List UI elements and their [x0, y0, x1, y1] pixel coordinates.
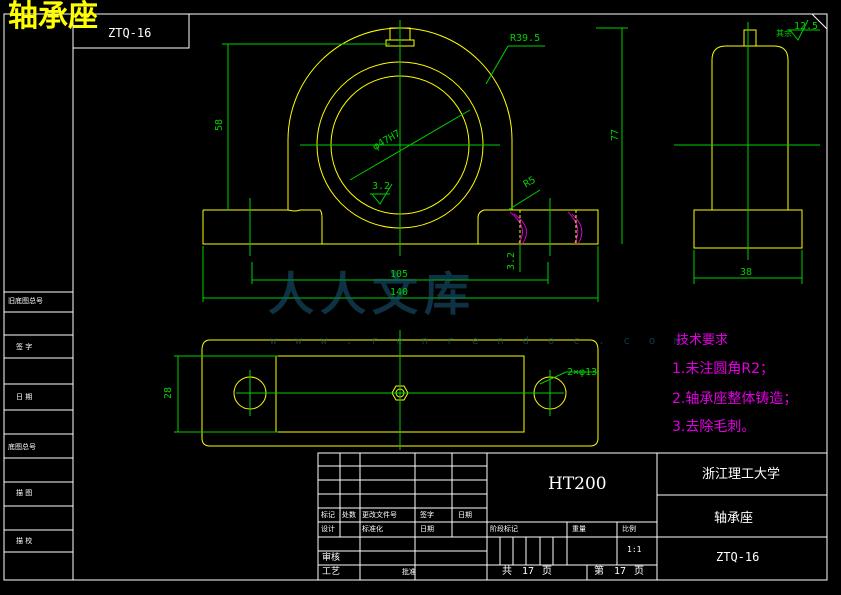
craft-label: 工艺 [322, 567, 341, 577]
front-hidden-lines [519, 210, 577, 244]
left-row-5: 描 图 [16, 489, 33, 497]
review-label: 审核 [322, 553, 341, 563]
total-num: 17 [522, 566, 535, 577]
title-block-grid [317, 452, 828, 581]
dim-140: 140 [390, 287, 409, 298]
material-label: HT200 [548, 474, 607, 494]
page-label: 第 [594, 566, 604, 577]
dim-77: 77 [610, 128, 622, 142]
left-row-6: 描 校 [16, 537, 33, 545]
date-label: 日期 [458, 511, 472, 519]
drawing-title: 轴承座 [8, 0, 98, 34]
change-file-label: 更改文件号 [362, 511, 397, 519]
dim-58: 58 [214, 118, 226, 132]
left-row-4: 底图总号 [8, 443, 36, 451]
top-code-label: ZTQ-16 [108, 26, 152, 40]
dim-ra32-a: 3.2 [372, 181, 391, 192]
left-row-3: 日 期 [16, 393, 33, 401]
roughness-symbol-a [371, 183, 393, 205]
tech-item-3: 3.去除毛刺。 [672, 419, 756, 435]
front-centerlines [202, 20, 628, 302]
dim-38: 38 [740, 267, 753, 278]
dim-105: 105 [390, 269, 409, 280]
dim-r395: R39.5 [510, 33, 541, 44]
tech-heading: 技术要求 [676, 333, 729, 348]
total-unit: 页 [542, 566, 552, 577]
weight-label: 重量 [572, 525, 586, 533]
scale-value: 1:1 [627, 545, 642, 554]
school-name: 浙江理工大学 [702, 467, 781, 482]
standardize-label: 标准化 [362, 525, 383, 533]
corner-mark [811, 13, 828, 30]
page-num: 17 [614, 566, 627, 577]
part-code: ZTQ-16 [716, 550, 760, 564]
side-centerlines [674, 22, 820, 284]
design-label: 设计 [321, 525, 335, 533]
mark-label: 标记 [321, 511, 335, 519]
total-label: 共 [502, 566, 512, 577]
top-centerlines [174, 330, 598, 450]
front-hatch [509, 211, 583, 245]
rest-roughness-label: 其余 [776, 29, 792, 38]
left-row-2: 签 字 [16, 343, 33, 351]
roughness-symbol-top [789, 19, 809, 41]
count-label: 处数 [342, 511, 356, 519]
part-name: 轴承座 [714, 511, 754, 526]
dim-holes: 2×φ13 [567, 367, 598, 378]
dim-ra125: 12.5 [794, 21, 819, 32]
code-box [72, 13, 190, 49]
watermark-text: 人人文库 [268, 267, 476, 321]
dim-28: 28 [163, 386, 175, 400]
dim-ra32-b: 3.2 [506, 251, 518, 271]
left-record-table [3, 291, 74, 553]
ratio-label: 比例 [622, 525, 636, 533]
approve-label: 批准 [402, 568, 416, 576]
date2-label: 日期 [420, 525, 434, 533]
watermark-url: w w w . r e n r e n d o c . c o m [270, 334, 687, 347]
page-unit: 页 [634, 566, 644, 577]
tech-item-2: 2.轴承座整体铸造； [672, 391, 798, 407]
stage-mark-label: 阶段标记 [490, 525, 518, 533]
tech-item-1: 1.未注圆角R2； [672, 361, 774, 377]
sign-label: 签字 [420, 511, 434, 519]
left-row-1: 旧底图总号 [8, 297, 43, 305]
